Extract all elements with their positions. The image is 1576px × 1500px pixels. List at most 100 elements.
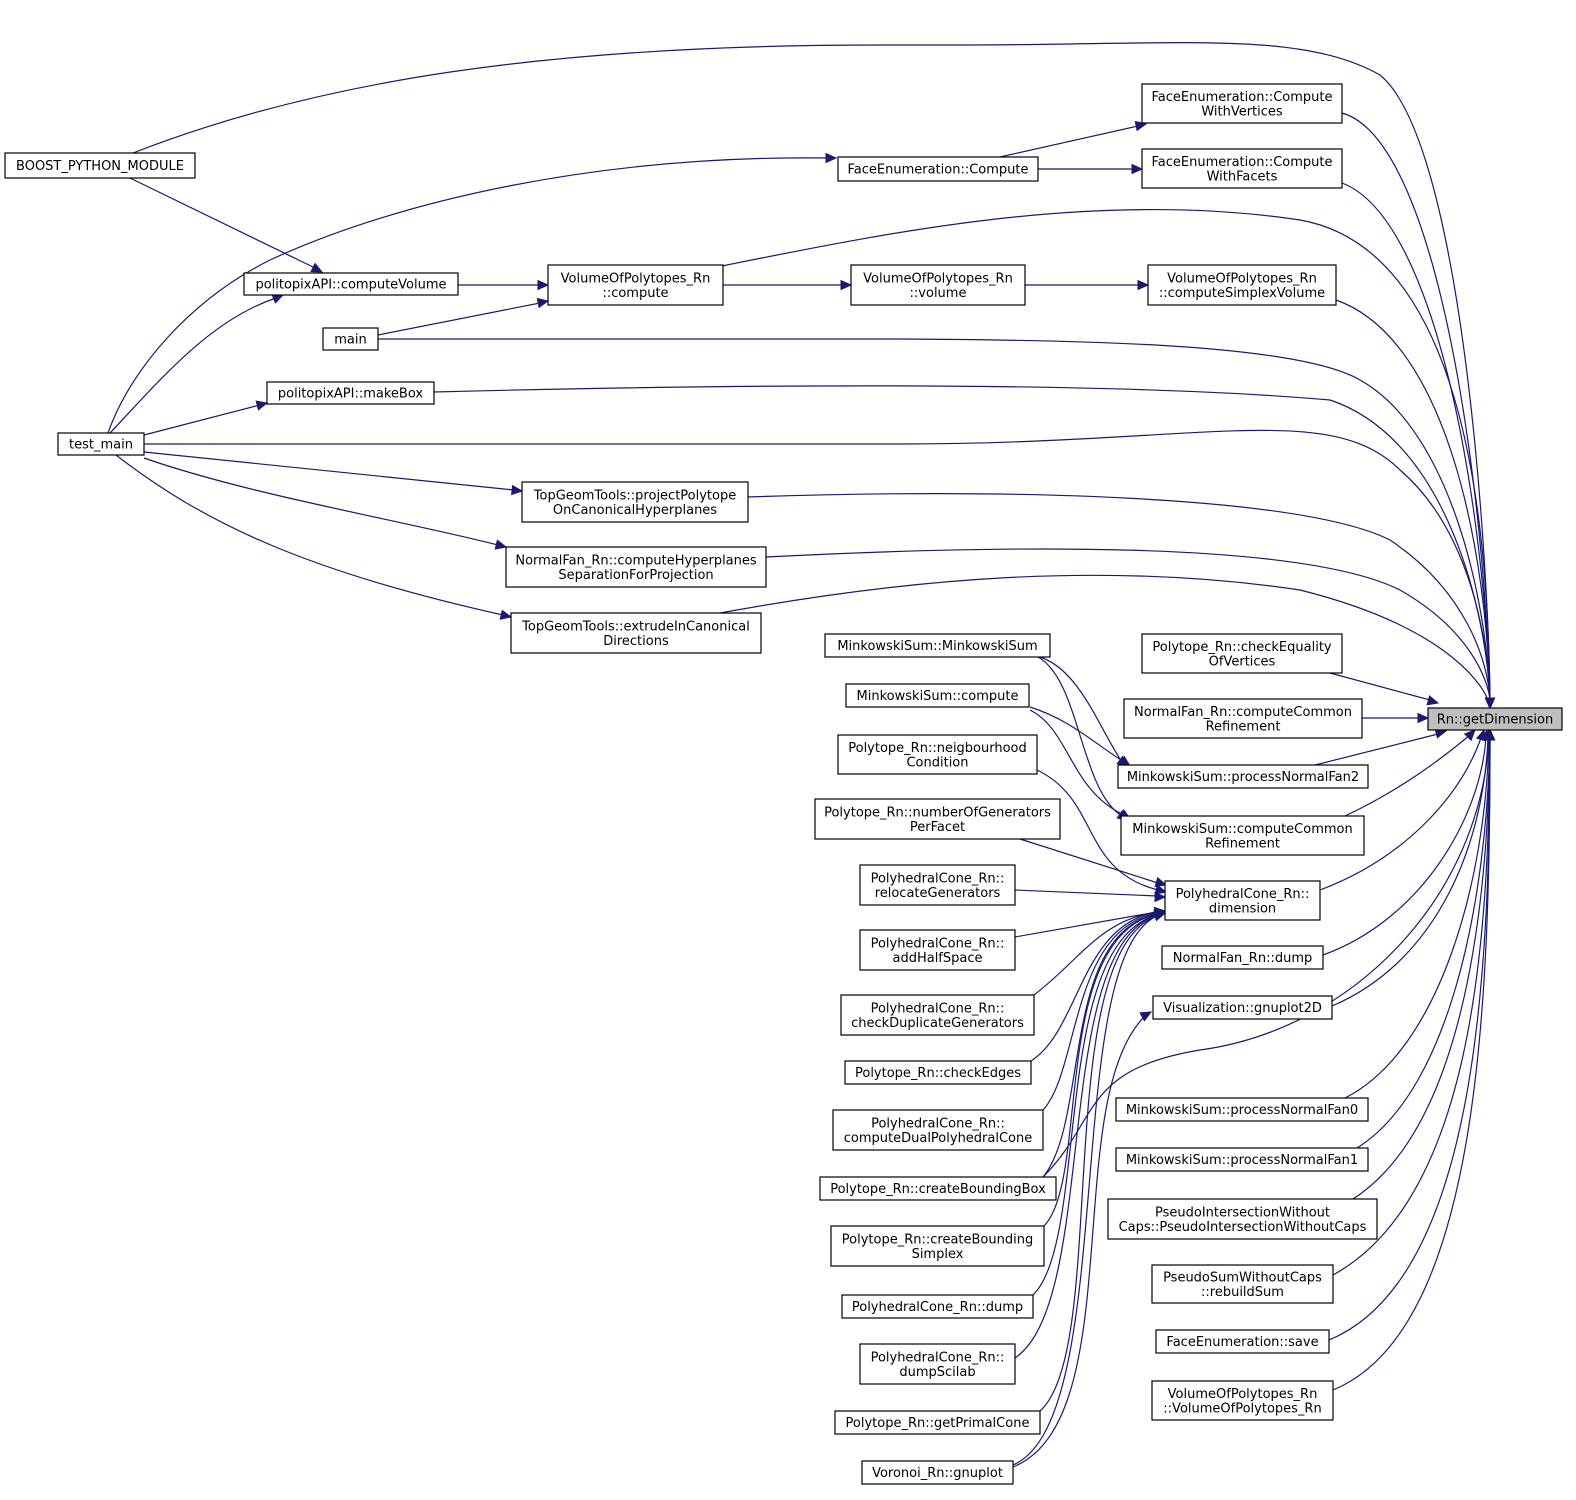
- edge-testmain-tgtproject-arrowhead: [511, 484, 524, 496]
- node-vorGnuplot-box: [861, 1460, 1014, 1485]
- node-msCtor[interactable]: MinkowskiSum::MinkowskiSum: [824, 633, 1051, 658]
- node-main-label-0: main: [334, 333, 366, 348]
- node-pcDump[interactable]: PolyhedralCone_Rn::dump: [841, 1294, 1034, 1319]
- node-vopCtor-box: [1151, 1380, 1334, 1421]
- node-pcDump-box: [841, 1294, 1034, 1319]
- node-target[interactable]: Rn::getDimension: [1427, 707, 1563, 731]
- node-boost-label-0: BOOST_PYTHON_MODULE: [16, 159, 184, 174]
- node-feFacets-box: [1141, 148, 1343, 189]
- node-apiBox[interactable]: politopixAPI::makeBox: [266, 381, 435, 405]
- edge-pcheckeq-target-arrowhead: [1426, 695, 1440, 706]
- node-psRebuild[interactable]: PseudoSumWithoutCaps::rebuildSum: [1151, 1264, 1334, 1304]
- node-pcAddHalf[interactable]: PolyhedralCone_Rn::addHalfSpace: [859, 929, 1016, 971]
- node-pcReloc[interactable]: PolyhedralCone_Rn::relocateGenerators: [859, 864, 1016, 906]
- edge-testmain-tgtextrude-line: [115, 454, 504, 616]
- node-pisCtor-label-1: Caps::PseudoIntersectionWithoutCaps: [1119, 1220, 1367, 1235]
- node-visGnuplot[interactable]: Visualization::gnuplot2D: [1152, 995, 1333, 1020]
- edge-pnumgen-pcdim: [1019, 838, 1168, 888]
- node-pisCtor[interactable]: PseudoIntersectionWithoutCaps::PseudoInt…: [1107, 1198, 1378, 1240]
- edge-nfcommon-target: [1362, 712, 1430, 724]
- node-nfHyper-label-0: NormalFan_Rn::computeHyperplanes: [515, 553, 757, 568]
- edge-pbsimplex-pcdim-line: [1043, 913, 1158, 1227]
- node-tgtExtrude[interactable]: TopGeomTools::extrudeInCanonicalDirectio…: [510, 612, 762, 654]
- node-vopVolume[interactable]: VolumeOfPolytopes_Rn::volume: [850, 264, 1026, 306]
- edge-pcheckeq-target-line: [1329, 672, 1431, 701]
- edge-testmain-tgtproject: [143, 451, 524, 496]
- node-tgtProject[interactable]: TopGeomTools::projectPolytopeOnCanonical…: [521, 481, 749, 523]
- node-msCompute[interactable]: MinkowskiSum::compute: [845, 683, 1030, 708]
- node-feCompute[interactable]: FaceEnumeration::Compute: [837, 156, 1039, 182]
- node-feSave-label-0: FaceEnumeration::save: [1166, 1335, 1318, 1350]
- node-pcCheckDup-box: [840, 994, 1035, 1036]
- node-feSave[interactable]: FaceEnumeration::save: [1155, 1329, 1330, 1354]
- node-boost-box: [4, 152, 196, 179]
- node-pcDual[interactable]: PolyhedralCone_Rn::computeDualPolyhedral…: [832, 1109, 1044, 1151]
- node-vopSimplex[interactable]: VolumeOfPolytopes_Rn::computeSimplexVolu…: [1147, 264, 1337, 306]
- node-msProc1[interactable]: MinkowskiSum::processNormalFan1: [1115, 1147, 1369, 1172]
- edge-fecompute-fefacets-arrowhead: [1131, 163, 1144, 175]
- node-pcDim[interactable]: PolyhedralCone_Rn::dimension: [1164, 880, 1321, 921]
- node-msProc0-label-0: MinkowskiSum::processNormalFan0: [1126, 1103, 1358, 1118]
- edge-msctor-mscommon: [1037, 656, 1130, 821]
- node-vopCompute[interactable]: VolumeOfPolytopes_Rn::compute: [547, 264, 724, 306]
- node-vorGnuplot[interactable]: Voronoi_Rn::gnuplot: [861, 1460, 1014, 1485]
- edge-apivolume-vopcompute: [458, 279, 550, 291]
- node-pcDumpScilab-label-0: PolyhedralCone_Rn::: [871, 1350, 1005, 1365]
- node-apiBox-label-0: politopixAPI::makeBox: [278, 387, 424, 402]
- node-pcCheckDup-label-0: PolyhedralCone_Rn::: [871, 1001, 1005, 1016]
- node-pcDumpScilab[interactable]: PolyhedralCone_Rn::dumpScilab: [859, 1343, 1016, 1385]
- node-msProc1-box: [1115, 1147, 1369, 1172]
- node-nfHyper[interactable]: NormalFan_Rn::computeHyperplanesSeparati…: [505, 546, 767, 588]
- edge-msctor-mscommon-line: [1037, 656, 1123, 817]
- node-main[interactable]: main: [322, 327, 379, 351]
- node-pcDual-label-0: PolyhedralCone_Rn::: [871, 1116, 1005, 1131]
- node-msCommon-label-1: Refinement: [1205, 836, 1280, 851]
- edge-tgtextrude-target-line: [719, 574, 1489, 701]
- edge-psrebuild-target: [1332, 728, 1496, 1276]
- node-msCompute-label-0: MinkowskiSum::compute: [857, 689, 1019, 704]
- edge-pisctor-target-line: [1352, 737, 1491, 1200]
- edge-testmain-tgtextrude-arrowhead: [499, 609, 513, 620]
- edge-pneigh-pcdim: [1036, 769, 1168, 895]
- node-apiVolume[interactable]: politopixAPI::computeVolume: [243, 272, 459, 296]
- edge-pcdual-pcdim-line: [1042, 912, 1158, 1111]
- node-pBBox[interactable]: Polytope_Rn::createBoundingBox: [819, 1176, 1057, 1201]
- node-nfCommon-box: [1123, 698, 1363, 739]
- edge-testmain-nfhyper-arrowhead: [494, 539, 508, 550]
- node-pCheckEdges[interactable]: Polytope_Rn::checkEdges: [844, 1060, 1032, 1085]
- node-nfHyper-box: [505, 546, 767, 588]
- node-pPrimal[interactable]: Polytope_Rn::getPrimalCone: [834, 1410, 1041, 1435]
- edge-vopsimplex-target: [1335, 299, 1496, 710]
- edge-mscompute-msproc2-line: [1029, 706, 1125, 763]
- node-pcCheckDup[interactable]: PolyhedralCone_Rn::checkDuplicateGenerat…: [840, 994, 1035, 1036]
- node-nfDump[interactable]: NormalFan_Rn::dump: [1161, 945, 1324, 970]
- edge-pcdim-target: [1319, 728, 1487, 891]
- node-test_main-label-0: test_main: [69, 438, 133, 453]
- node-msCompute-box: [845, 683, 1030, 708]
- node-feVert-box: [1141, 83, 1343, 124]
- node-vopCompute-box: [547, 264, 724, 306]
- node-pBBox-label-0: Polytope_Rn::createBoundingBox: [830, 1182, 1046, 1197]
- node-boost[interactable]: BOOST_PYTHON_MODULE: [4, 152, 196, 179]
- node-test_main[interactable]: test_main: [57, 432, 145, 456]
- node-tgtProject-label-0: TopGeomTools::projectPolytope: [533, 488, 736, 503]
- node-msProc0[interactable]: MinkowskiSum::processNormalFan0: [1115, 1097, 1369, 1122]
- node-target-box: [1427, 707, 1563, 731]
- node-msCtor-box: [824, 633, 1051, 658]
- node-pcCheckDup-label-1: checkDuplicateGenerators: [851, 1016, 1024, 1031]
- node-msProc2[interactable]: MinkowskiSum::processNormalFan2: [1117, 764, 1369, 789]
- node-vopCtor[interactable]: VolumeOfPolytopes_Rn::VolumeOfPolytopes_…: [1151, 1380, 1334, 1421]
- edge-testmain-apivolume-line: [109, 297, 277, 434]
- edges-layer: [107, 42, 1496, 1468]
- edge-vorgnuplot-visgnuplot-arrowhead: [1139, 1011, 1153, 1022]
- edge-pcreloc-pcdim-line: [1014, 889, 1158, 897]
